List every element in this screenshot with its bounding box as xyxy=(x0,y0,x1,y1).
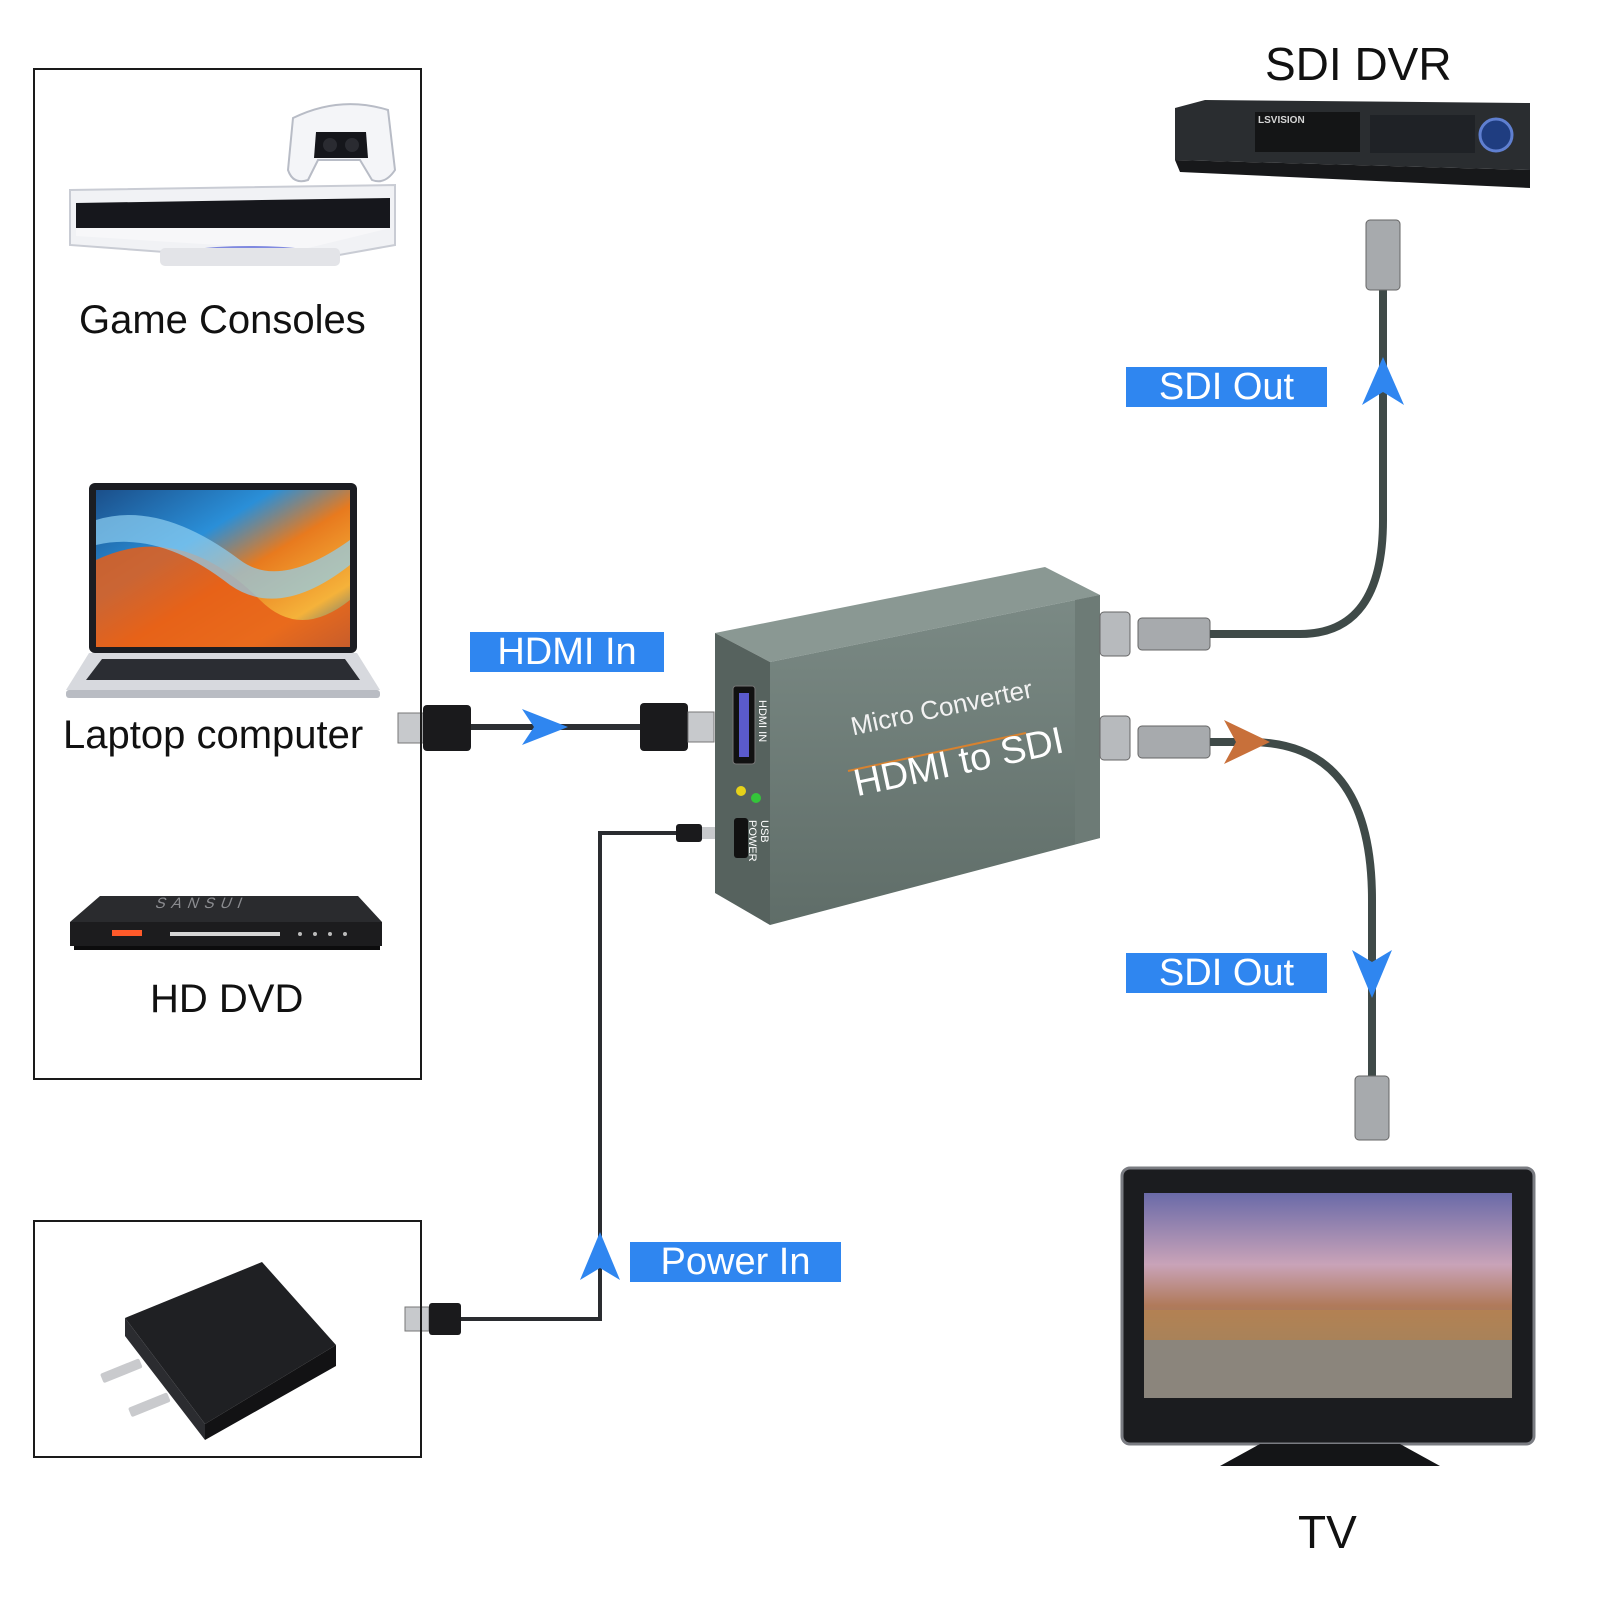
power-adapter-icon xyxy=(100,1262,336,1440)
dvr-direction-arrow xyxy=(1362,357,1404,405)
sdi-out-top-tag: SDI Out xyxy=(1126,366,1327,408)
hdmi-in-tag: HDMI In xyxy=(470,631,664,673)
sdi-cable-to-tv xyxy=(1137,725,1390,1141)
bnc-ports xyxy=(1099,611,1131,761)
tv-direction-arrow xyxy=(1352,950,1392,998)
laptop-icon xyxy=(66,483,380,698)
converter-box-image xyxy=(715,567,1100,925)
power-direction-arrow xyxy=(580,1232,620,1280)
sdi-dvr-label: SDI DVR xyxy=(1265,38,1452,90)
laptop-label: Laptop computer xyxy=(63,713,364,757)
hdmi-port-label: HDMI IN xyxy=(756,700,768,743)
usb-port-label-line2: POWER xyxy=(746,820,758,862)
usb-power-cable xyxy=(404,824,718,1335)
usb-port-label-line1: USB xyxy=(758,820,770,843)
gamepad-icon xyxy=(286,103,397,183)
power-in-tag: Power In xyxy=(630,1241,841,1283)
game-consoles-label: Game Consoles xyxy=(79,298,366,342)
dvr-icon xyxy=(1175,100,1530,188)
orange-direction-arrow xyxy=(1224,720,1270,764)
sdi-out-bottom-tag: SDI Out xyxy=(1126,952,1327,994)
dvr-brand-text: LSVISION xyxy=(1258,115,1305,126)
tv-label: TV xyxy=(1298,1506,1357,1558)
dvd-brand-text: SANSUI xyxy=(152,895,251,912)
source-devices-panel xyxy=(33,68,422,1080)
power-adapter-panel xyxy=(33,1220,422,1458)
tv-icon xyxy=(1120,1166,1536,1466)
dvd-player-icon xyxy=(70,896,382,950)
hd-dvd-label: HD DVD xyxy=(150,977,304,1021)
hdmi-direction-arrow xyxy=(522,709,568,745)
sdi-cable-to-dvr xyxy=(1137,219,1401,651)
game-console-icon xyxy=(69,183,396,266)
